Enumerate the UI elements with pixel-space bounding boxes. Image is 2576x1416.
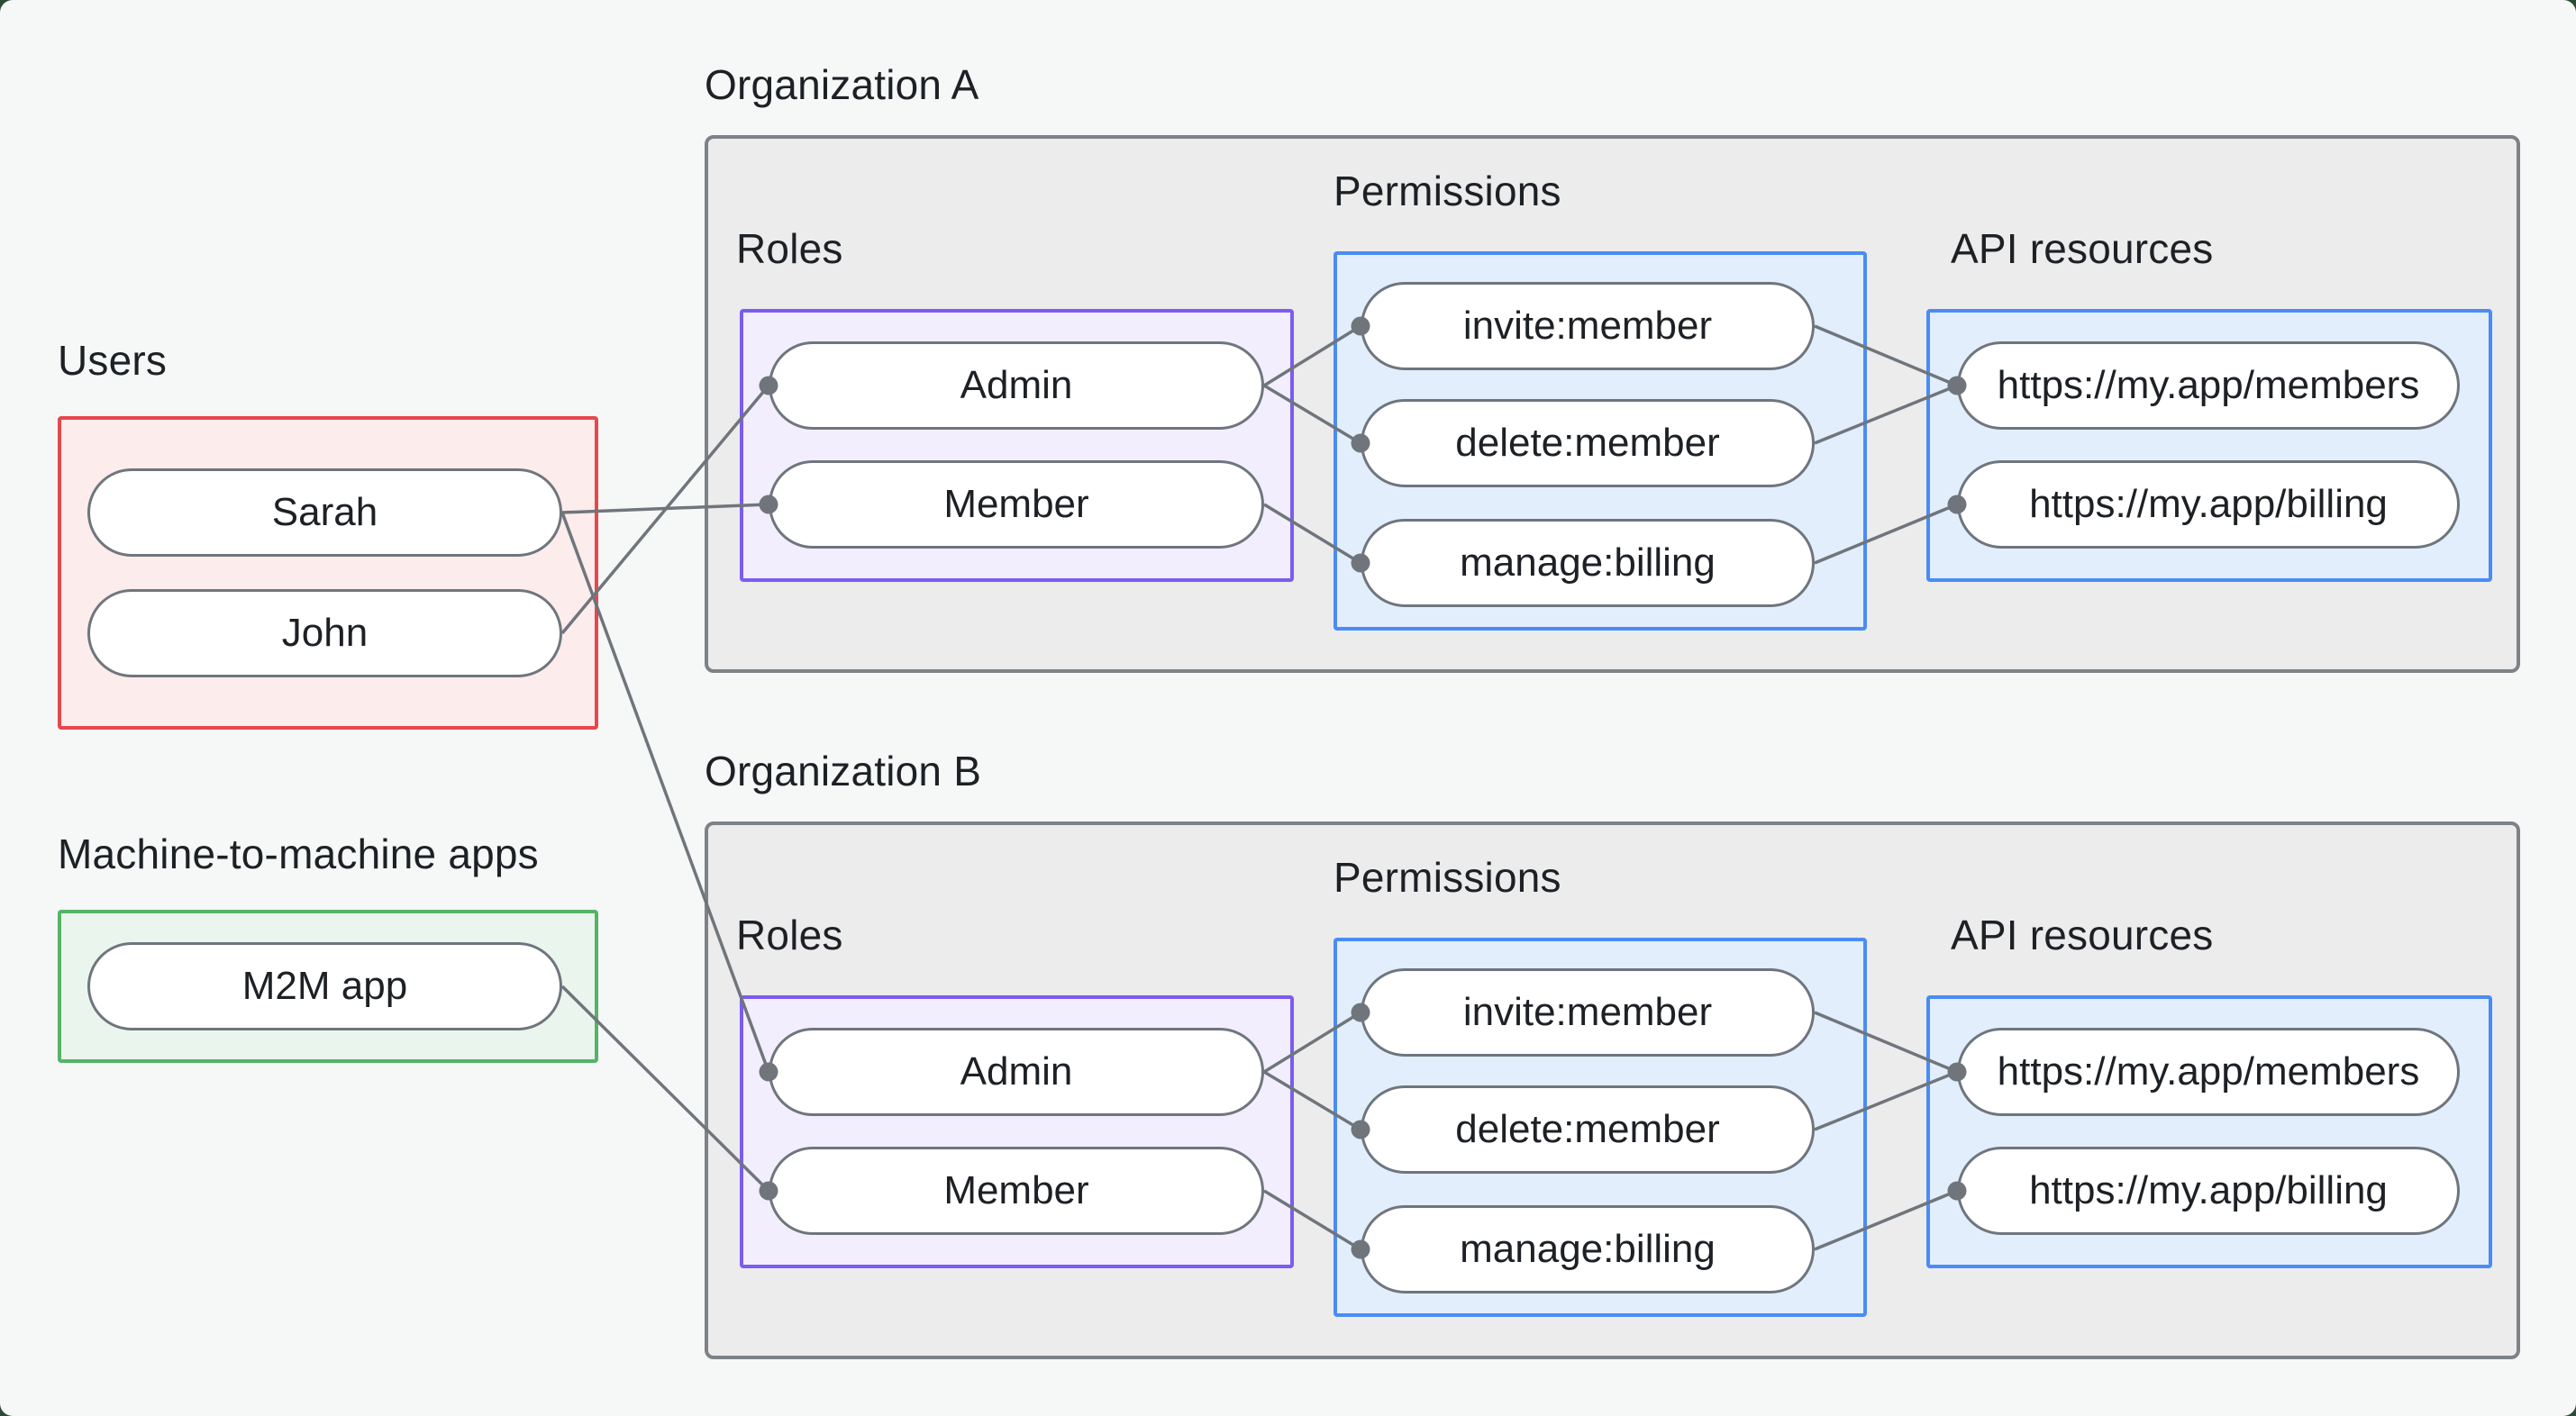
permission-node-manage-billing: manage:billing	[1361, 1205, 1815, 1293]
api-node-billing: https://my.app/billing	[1957, 1147, 2460, 1235]
permission-node-delete-member: delete:member	[1361, 399, 1815, 487]
role-node-admin: Admin	[769, 1028, 1264, 1116]
user-node-john: John	[87, 589, 562, 677]
m2m-group-label: Machine-to-machine apps	[58, 831, 539, 877]
roles-label: Roles	[736, 225, 843, 272]
permission-node-invite-member: invite:member	[1361, 968, 1815, 1057]
roles-label: Roles	[736, 912, 843, 958]
permissions-label: Permissions	[1334, 854, 1561, 901]
role-node-member: Member	[769, 1147, 1264, 1235]
api-node-members: https://my.app/members	[1957, 341, 2460, 430]
users-group-box	[58, 416, 598, 730]
api-resources-label: API resources	[1951, 225, 2214, 272]
role-node-admin: Admin	[769, 341, 1264, 430]
user-node-sarah: Sarah	[87, 468, 562, 557]
m2m-app-node: M2M app	[87, 942, 562, 1030]
api-node-billing: https://my.app/billing	[1957, 460, 2460, 549]
organization-title: Organization B	[705, 748, 982, 794]
permission-node-invite-member: invite:member	[1361, 282, 1815, 370]
permissions-label: Permissions	[1334, 168, 1561, 214]
api-node-members: https://my.app/members	[1957, 1028, 2460, 1116]
permission-node-manage-billing: manage:billing	[1361, 519, 1815, 607]
organization-title: Organization A	[705, 61, 979, 108]
users-group-label: Users	[58, 337, 168, 384]
api-resources-label: API resources	[1951, 912, 2214, 958]
role-node-member: Member	[769, 460, 1264, 549]
permission-node-delete-member: delete:member	[1361, 1085, 1815, 1174]
